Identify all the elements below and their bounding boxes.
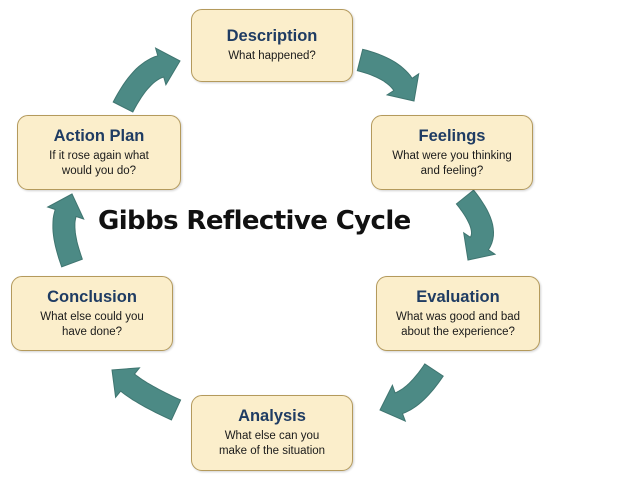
stage-description: Description What happened? — [191, 9, 353, 82]
stage-description-text: What happened? — [228, 49, 316, 64]
diagram-title: Gibbs Reflective Cycle — [98, 206, 411, 236]
stage-evaluation-title: Evaluation — [416, 287, 500, 306]
arrow-analysis-to-conclusion-icon — [111, 367, 182, 421]
stage-feelings-text-line: What were you thinking — [392, 149, 512, 162]
stage-action-plan-title: Action Plan — [53, 126, 145, 145]
stage-evaluation-text-line: about the experience? — [401, 325, 515, 338]
arrow-description-to-feelings-icon — [356, 48, 420, 102]
stage-evaluation: Evaluation What was good and bad about t… — [376, 276, 540, 351]
stage-evaluation-text-line: What was good and bad — [395, 310, 521, 323]
stage-analysis: Analysis What else can you make of the s… — [191, 395, 353, 471]
stage-feelings-title: Feelings — [418, 126, 486, 145]
stage-feelings-text-line: and feeling? — [420, 164, 484, 177]
stage-description-text-line: What happened? — [228, 50, 316, 62]
stage-feelings-text: What were you thinking and feeling? — [392, 149, 512, 179]
stage-evaluation-text: What was good and bad about the experien… — [396, 310, 520, 340]
stage-analysis-text: What else can you make of the situation — [219, 429, 325, 459]
stage-description-title: Description — [226, 27, 318, 45]
stage-conclusion-text: What else could you have done? — [40, 310, 144, 340]
stage-analysis-title: Analysis — [238, 407, 306, 425]
stage-conclusion-text-line: have done? — [61, 325, 123, 338]
stage-analysis-text-line: make of the situation — [218, 445, 326, 457]
stage-feelings: Feelings What were you thinking and feel… — [371, 115, 533, 190]
arrow-evaluation-to-analysis-icon — [379, 363, 444, 423]
stage-conclusion-title: Conclusion — [47, 287, 137, 306]
stage-conclusion: Conclusion What else could you have done… — [11, 276, 173, 351]
stage-action-plan-text-line: would you do? — [61, 164, 137, 177]
stage-action-plan-text-line: If it rose again what — [49, 149, 149, 162]
arrow-action-plan-to-description-icon — [112, 47, 181, 113]
arrow-conclusion-to-action-plan-icon — [46, 193, 85, 268]
stage-conclusion-text-line: What else could you — [40, 310, 144, 323]
arrow-feelings-to-evaluation-icon — [455, 189, 497, 261]
stage-action-plan-text: If it rose again what would you do? — [49, 149, 149, 179]
stage-action-plan: Action Plan If it rose again what would … — [17, 115, 181, 190]
stage-analysis-text-line: What else can you — [224, 430, 320, 442]
